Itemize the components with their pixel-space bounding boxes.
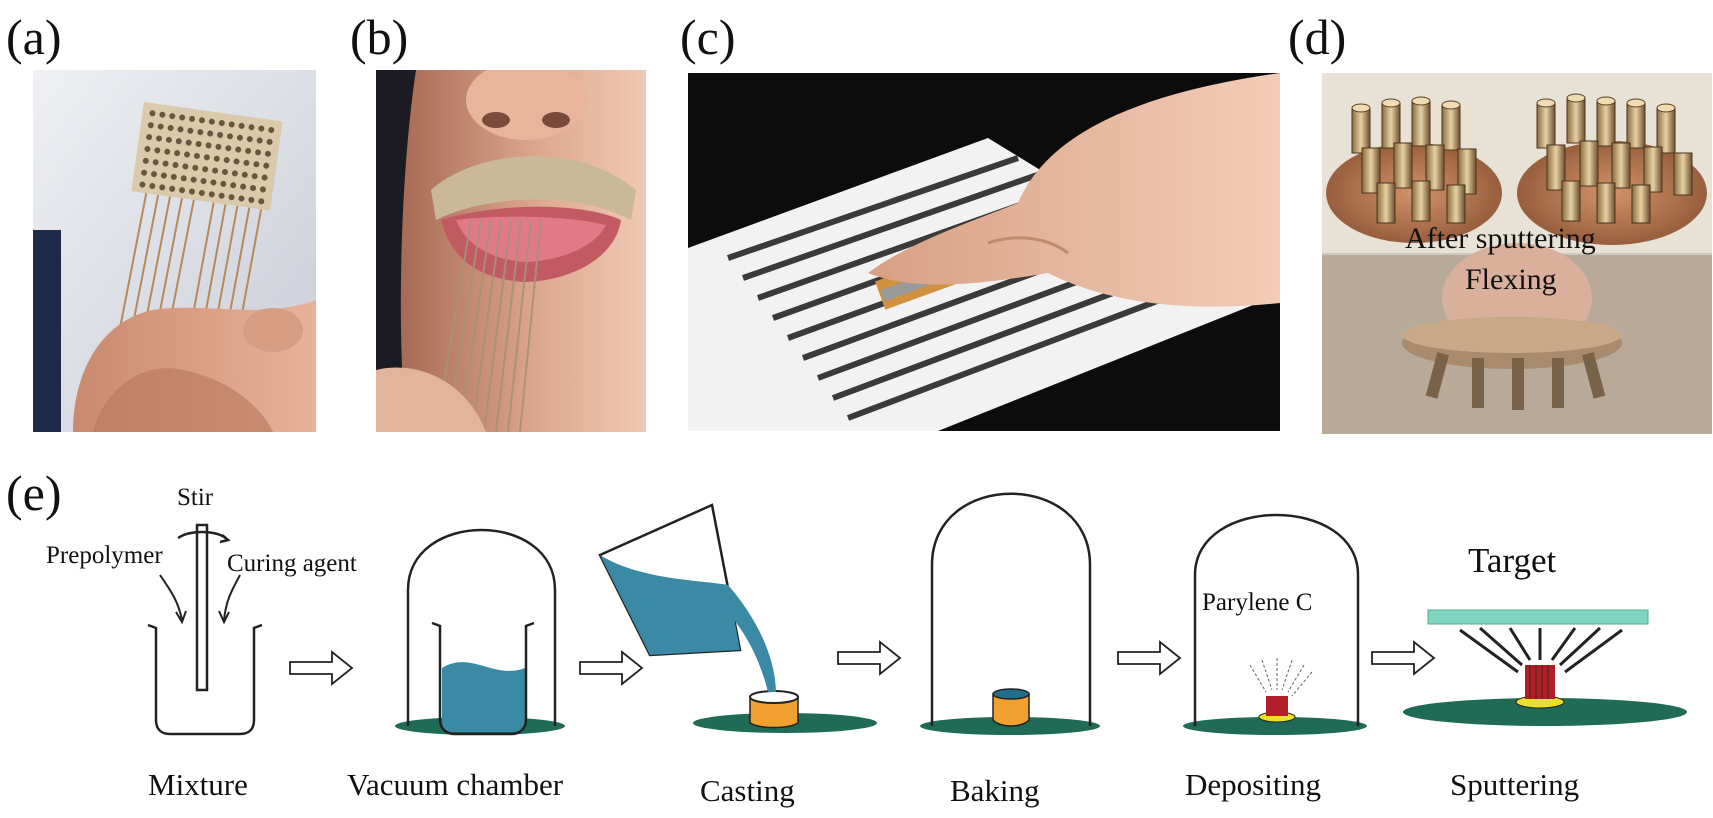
step-label-sputtering: Sputtering bbox=[1450, 767, 1580, 802]
stir-label: Stir bbox=[177, 484, 214, 511]
panel-label-b: (b) bbox=[350, 9, 409, 65]
mixture-beaker bbox=[147, 523, 263, 736]
hand-on-striped-sheet-photo bbox=[688, 73, 1280, 431]
flexing-text: Flexing bbox=[1465, 263, 1557, 296]
panel-label-e: (e) bbox=[6, 465, 62, 521]
process-arrow bbox=[1371, 640, 1436, 676]
vacuum-chamber bbox=[395, 528, 565, 736]
baking-chamber bbox=[920, 492, 1100, 735]
process-arrow bbox=[579, 650, 644, 686]
after-sputtering-text: After sputtering bbox=[1405, 222, 1596, 255]
curing-agent-label: Curing agent bbox=[227, 550, 357, 577]
step-label-baking: Baking bbox=[950, 773, 1040, 808]
step-label-mixture: Mixture bbox=[148, 767, 248, 802]
process-arrow bbox=[837, 640, 902, 676]
parylene-c-label: Parylene C bbox=[1202, 589, 1313, 616]
step-label-vacuum-chamber: Vacuum chamber bbox=[347, 767, 564, 802]
step-label-depositing: Depositing bbox=[1185, 767, 1322, 802]
prepolymer-label: Prepolymer bbox=[46, 542, 163, 569]
process-arrow bbox=[289, 650, 354, 686]
step-label-casting: Casting bbox=[700, 773, 795, 808]
casting-setup bbox=[598, 503, 877, 733]
sputtering-setup bbox=[1403, 609, 1687, 726]
panel-label-a: (a) bbox=[6, 9, 62, 65]
panel-label-c: (c) bbox=[680, 9, 736, 65]
panel-label-d: (d) bbox=[1288, 9, 1347, 65]
process-arrow bbox=[1117, 640, 1182, 676]
depositing-chamber bbox=[1183, 513, 1367, 735]
pillar-electrodes-photo bbox=[1322, 73, 1712, 434]
fabrication-process-diagram bbox=[147, 492, 1687, 736]
tongue-electrode-array-photo bbox=[33, 70, 316, 432]
pour-arrows bbox=[159, 574, 241, 625]
target-label: Target bbox=[1468, 541, 1557, 580]
tongue-display-in-mouth-photo bbox=[376, 70, 646, 432]
